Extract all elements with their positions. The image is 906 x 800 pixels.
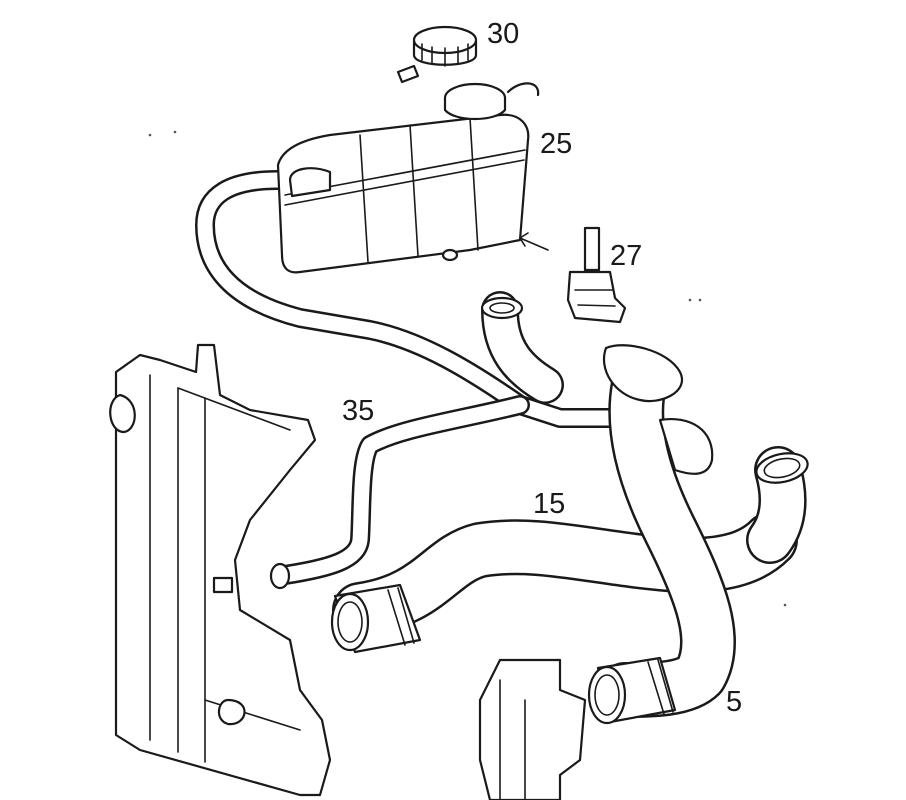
callout-reservoir-25: 25: [540, 128, 573, 160]
level-sensor-27: [566, 226, 627, 324]
callout-cap-30: 30: [487, 18, 520, 50]
elbow-hose: [480, 291, 564, 404]
callout-vent-hose-35: 35: [342, 395, 375, 427]
callout-lower-hose-15: 15: [533, 488, 566, 520]
lower-hose-15: [330, 446, 809, 654]
callout-sensor-27: 27: [610, 240, 643, 272]
radiator: [109, 343, 332, 797]
expansion-reservoir-25: [276, 82, 549, 274]
upper-hose-5: [587, 344, 736, 725]
scan-specks: [148, 130, 787, 607]
filler-cap-30: [396, 25, 478, 84]
callout-upper-hose-5: 5: [726, 686, 743, 718]
engine-block: [478, 658, 587, 800]
vent-hose-35: [195, 170, 620, 590]
